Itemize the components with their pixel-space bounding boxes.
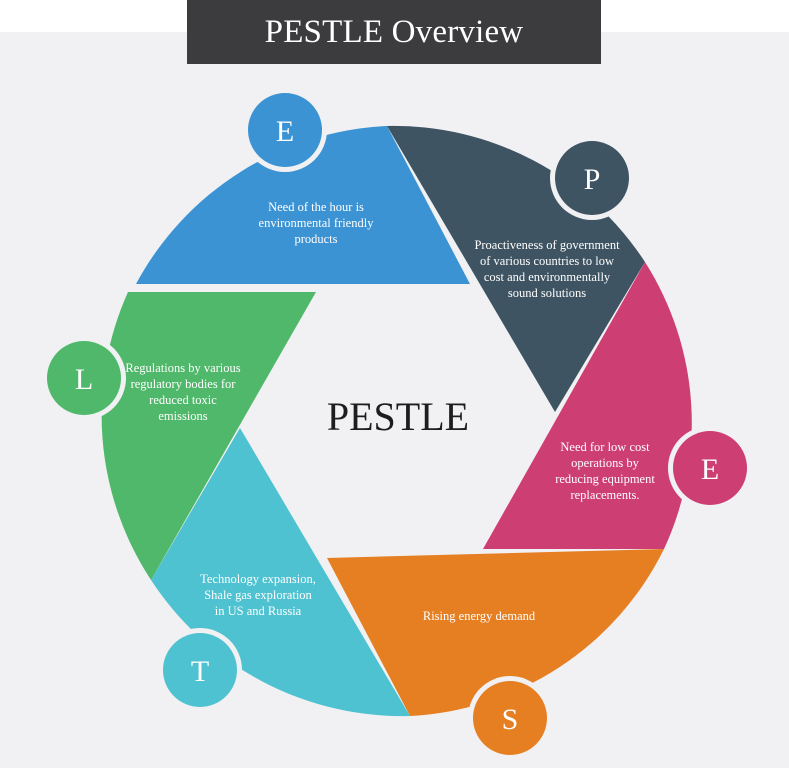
segment-text-legal: Regulations by various regulatory bodies … bbox=[125, 361, 240, 423]
badge-social: S bbox=[468, 676, 552, 760]
title-banner: PESTLE Overview bbox=[187, 0, 601, 64]
center-label: PESTLE bbox=[327, 394, 469, 439]
badge-letter: S bbox=[502, 703, 519, 736]
badge-circle bbox=[248, 93, 322, 167]
badge-circle bbox=[473, 681, 547, 755]
segment-text-line: regulatory bodies for bbox=[131, 377, 237, 391]
segment-text-line: reducing equipment bbox=[555, 472, 655, 486]
segment-text-line: sound solutions bbox=[508, 286, 586, 300]
segment-text-line: Need for low cost bbox=[560, 440, 650, 454]
badge-letter: E bbox=[276, 115, 294, 148]
badge-political: P bbox=[550, 136, 634, 220]
segment-legal bbox=[101, 292, 316, 580]
segment-text-line: in US and Russia bbox=[215, 604, 302, 618]
segment-text-line: operations by bbox=[571, 456, 639, 470]
segment-text-political: Proactiveness of government of various co… bbox=[474, 238, 620, 300]
segment-text-line: environmental friendly bbox=[259, 216, 375, 230]
badge-technological: T bbox=[158, 628, 242, 712]
badge-letter: T bbox=[191, 655, 209, 688]
segment-social bbox=[327, 549, 664, 716]
badge-economic: E bbox=[668, 426, 752, 510]
segment-text-line: Technology expansion, bbox=[200, 572, 316, 586]
badge-letter: E bbox=[701, 453, 719, 486]
badge-environmental: E bbox=[243, 88, 327, 172]
segment-text-line: cost and environmentally bbox=[484, 270, 611, 284]
page-title: PESTLE Overview bbox=[264, 13, 524, 50]
segment-text-line: of various countries to low bbox=[480, 254, 614, 268]
segment-text-line: reduced toxic bbox=[149, 393, 217, 407]
segment-text-line: Rising energy demand bbox=[423, 609, 536, 623]
segment-text-line: Regulations by various bbox=[125, 361, 240, 375]
segment-text-environmental: Need of the hour is environmental friendl… bbox=[259, 200, 375, 246]
segment-text-economic: Need for low cost operations by reducing e… bbox=[555, 440, 655, 502]
segment-text-line: Proactiveness of government bbox=[474, 238, 620, 252]
segment-environmental bbox=[136, 126, 470, 284]
segment-economic bbox=[483, 262, 692, 549]
segment-text-line: products bbox=[294, 232, 337, 246]
badge-circle bbox=[163, 633, 237, 707]
badge-circle bbox=[555, 141, 629, 215]
badge-circle bbox=[47, 341, 121, 415]
segment-text-technological: Technology expansion, Shale gas explorati… bbox=[200, 572, 316, 618]
badge-letter: P bbox=[584, 163, 601, 196]
segment-text-line: Shale gas exploration bbox=[204, 588, 312, 602]
segment-text-social: Rising energy demand bbox=[423, 609, 536, 623]
badge-legal: L bbox=[42, 336, 126, 420]
badge-circle bbox=[673, 431, 747, 505]
segment-text-line: Need of the hour is bbox=[268, 200, 364, 214]
segment-text-line: replacements. bbox=[570, 488, 639, 502]
segment-text-line: emissions bbox=[158, 409, 207, 423]
badge-letter: L bbox=[75, 363, 93, 396]
